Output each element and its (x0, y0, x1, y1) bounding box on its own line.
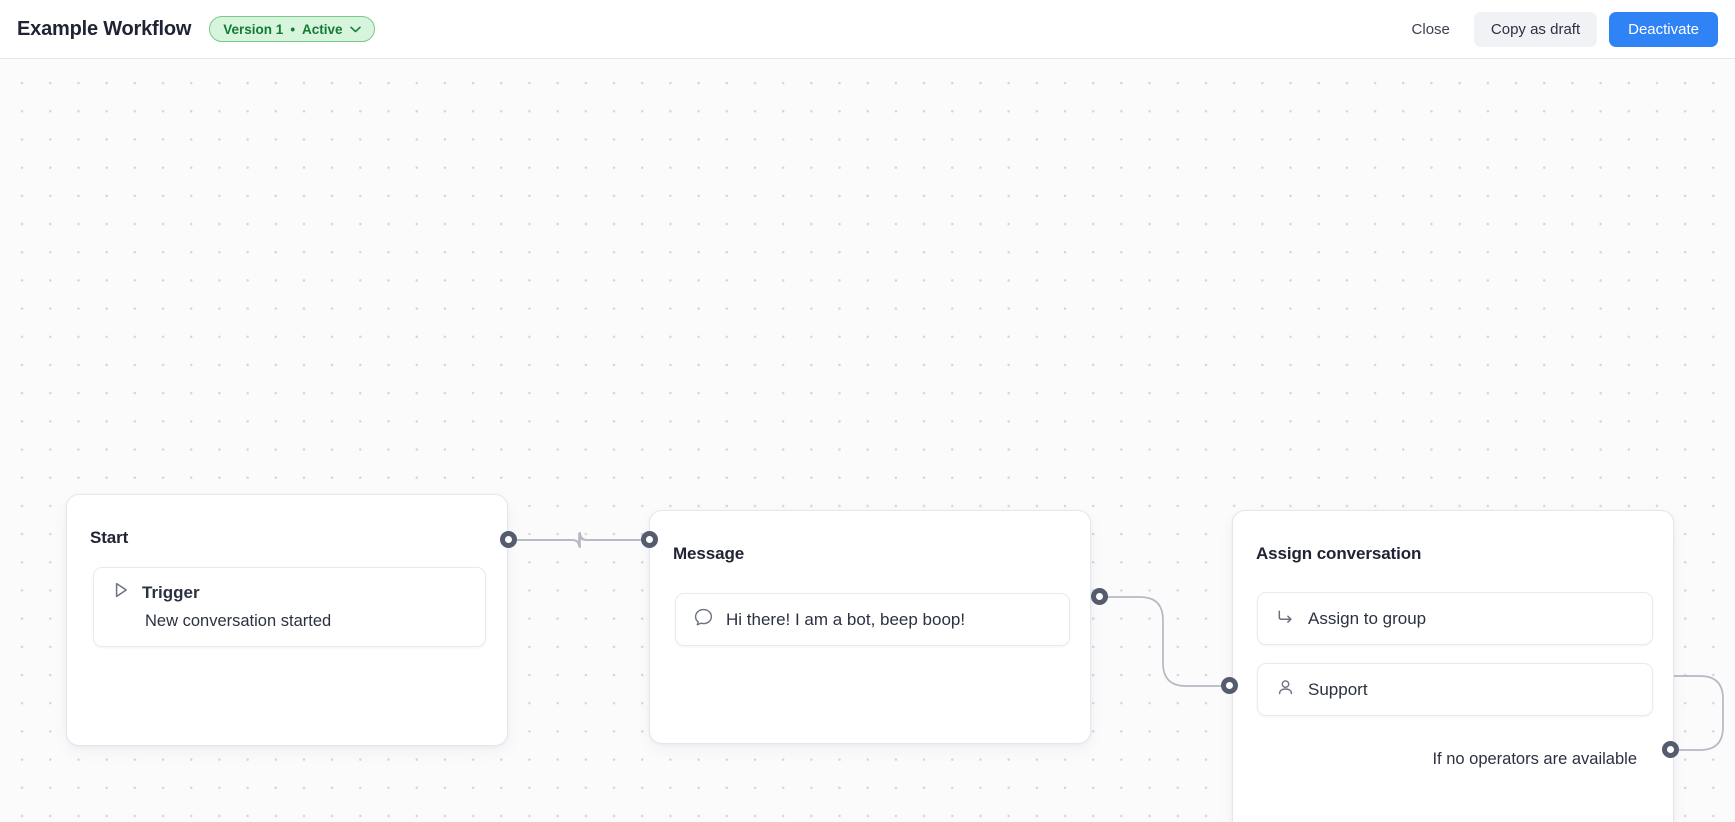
play-triangle-icon (112, 581, 130, 604)
assign-action-row: Assign to group (1275, 606, 1426, 632)
copy-as-draft-button[interactable]: Copy as draft (1473, 11, 1598, 47)
trigger-label: Trigger (142, 582, 200, 602)
edge-assign-fallback-loop (1672, 675, 1724, 751)
trigger-description: New conversation started (145, 612, 332, 630)
node-start-title: Start (90, 528, 129, 547)
node-assign-conversation[interactable]: Assign conversation Assign to group Supp… (1232, 510, 1674, 822)
assign-group-row: Support (1275, 677, 1368, 703)
page-title: Example Workflow (17, 17, 192, 40)
deactivate-button[interactable]: Deactivate (1609, 11, 1718, 47)
chevron-down-icon (349, 20, 361, 38)
node-message[interactable]: Message Hi there! I am a bot, beep boop! (649, 510, 1091, 744)
assign-group-label: Support (1308, 679, 1368, 699)
version-label: Version 1 (223, 21, 284, 37)
workflow-canvas[interactable]: Start Trigger New conversation started M… (0, 59, 1735, 822)
port-assign-input[interactable] (1221, 677, 1238, 694)
speech-bubble-icon (693, 607, 714, 633)
message-text: Hi there! I am a bot, beep boop! (726, 609, 966, 629)
status-label: Active (302, 21, 343, 37)
trigger-card[interactable]: Trigger New conversation started (93, 567, 486, 647)
assign-group-card[interactable]: Support (1257, 663, 1653, 716)
version-status-badge[interactable]: Version 1 • Active (209, 16, 375, 42)
close-button[interactable]: Close (1398, 13, 1464, 46)
message-text-card[interactable]: Hi there! I am a bot, beep boop! (675, 593, 1070, 646)
port-start-output[interactable] (500, 531, 517, 548)
node-start[interactable]: Start Trigger New conversation started (66, 494, 508, 746)
node-assign-title: Assign conversation (1256, 544, 1422, 563)
trigger-header: Trigger (112, 581, 467, 604)
port-assign-fallback-output[interactable] (1662, 741, 1679, 758)
edge-layer (509, 531, 1724, 751)
edge-start-to-message-visible (509, 531, 641, 549)
arrow-turn-right-icon (1275, 606, 1296, 632)
app-header: Example Workflow Version 1 • Active Clos… (0, 0, 1735, 59)
port-message-input[interactable] (641, 531, 658, 548)
port-message-output[interactable] (1091, 588, 1108, 605)
message-row: Hi there! I am a bot, beep boop! (693, 607, 965, 633)
badge-separator-dot: • (290, 21, 296, 37)
node-message-title: Message (673, 544, 745, 563)
person-icon (1275, 677, 1296, 703)
assign-action-label: Assign to group (1308, 608, 1427, 628)
edge-message-to-assign (1100, 596, 1230, 687)
assign-to-group-card[interactable]: Assign to group (1257, 592, 1653, 645)
assign-fallback-label: If no operators are available (1432, 750, 1637, 768)
